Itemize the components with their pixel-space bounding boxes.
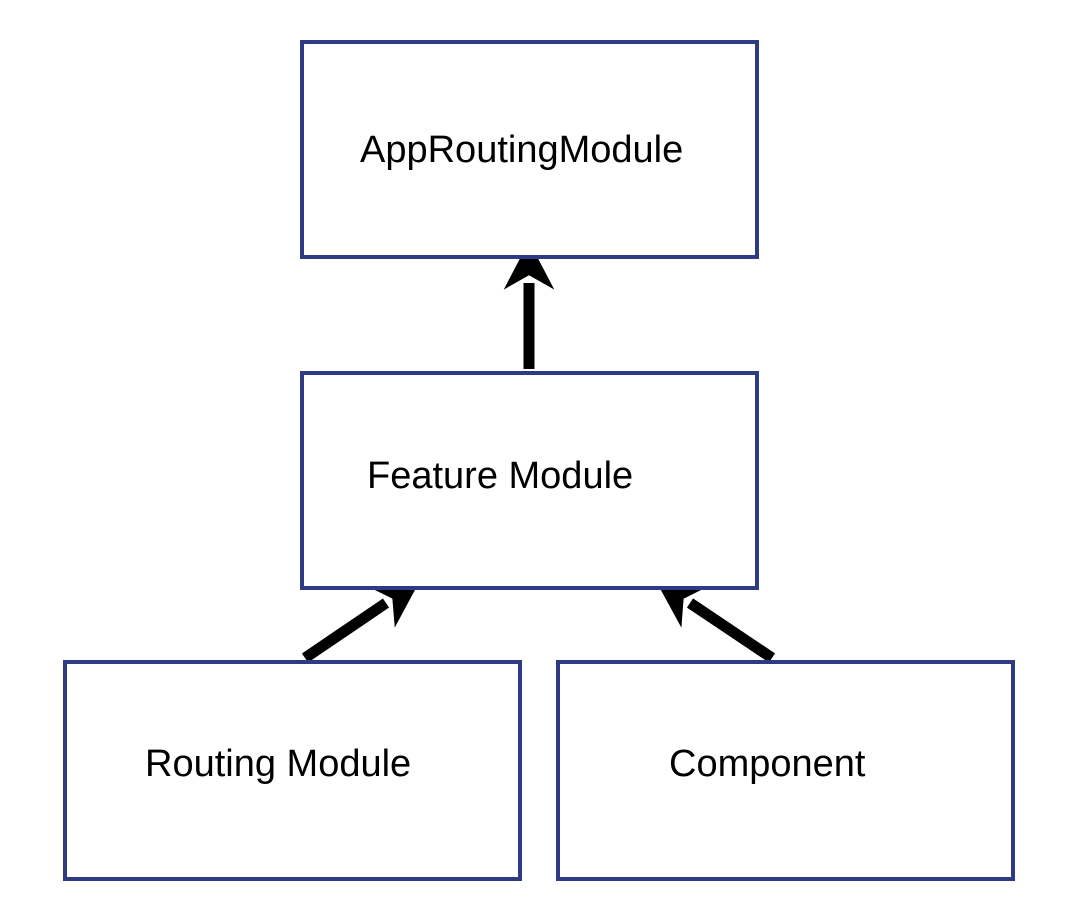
routing-module-label: Routing Module bbox=[145, 743, 412, 785]
arrow-component-to-feature bbox=[655, 579, 776, 663]
arrow-routing-to-feature bbox=[301, 579, 421, 663]
routing-module-box: Routing Module bbox=[63, 660, 522, 881]
app-routing-module-box: AppRoutingModule bbox=[300, 40, 759, 259]
feature-module-box: Feature Module bbox=[300, 371, 759, 590]
component-label: Component bbox=[669, 743, 866, 785]
feature-module-label: Feature Module bbox=[367, 455, 634, 497]
app-routing-module-label: AppRoutingModule bbox=[360, 129, 684, 171]
component-box: Component bbox=[556, 660, 1015, 881]
